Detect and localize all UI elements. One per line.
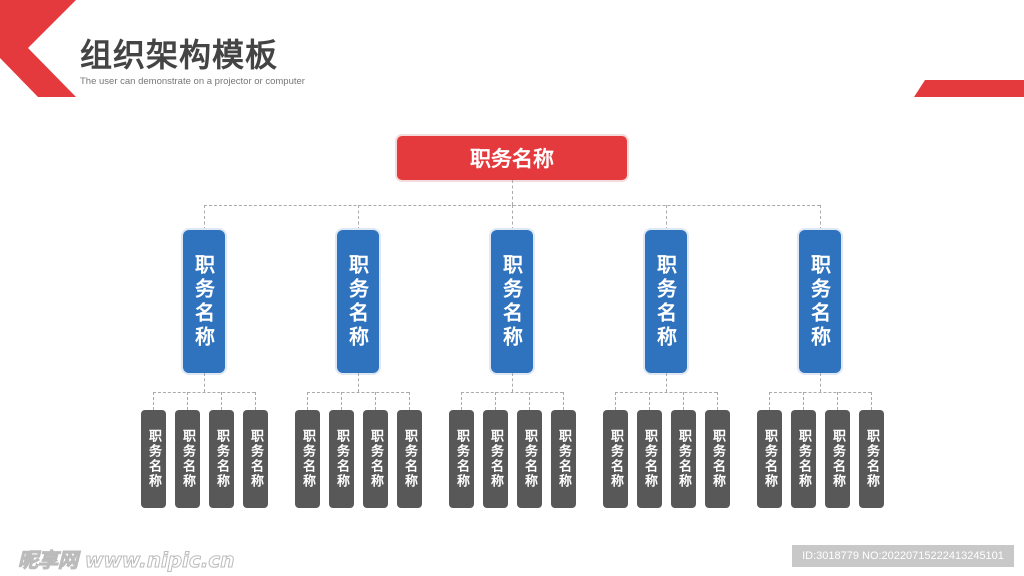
connector-line	[871, 392, 872, 410]
connector-line	[512, 180, 513, 205]
connector-line	[820, 205, 821, 230]
page-title: 组织架构模板	[80, 36, 279, 74]
connector-line	[615, 392, 717, 393]
page-subtitle: The user can demonstrate on a projector …	[80, 76, 305, 87]
connector-line	[615, 392, 616, 410]
leaf-node[interactable]: 职务名称	[141, 410, 166, 508]
leaf-node[interactable]: 职务名称	[397, 410, 422, 508]
leaf-node[interactable]: 职务名称	[551, 410, 576, 508]
leaf-node[interactable]: 职务名称	[363, 410, 388, 508]
branch-node[interactable]: 职务名称	[337, 230, 379, 373]
connector-line	[717, 392, 718, 410]
leaf-node[interactable]: 职务名称	[209, 410, 234, 508]
leaf-node[interactable]: 职务名称	[825, 410, 850, 508]
connector-line	[307, 392, 308, 410]
leaf-node[interactable]: 职务名称	[791, 410, 816, 508]
connector-line	[512, 205, 513, 230]
red-chevron-shape	[0, 0, 76, 97]
leaf-node[interactable]: 职务名称	[517, 410, 542, 508]
leaf-node[interactable]: 职务名称	[859, 410, 884, 508]
leaf-node[interactable]: 职务名称	[637, 410, 662, 508]
connector-line	[153, 392, 154, 410]
branch-node[interactable]: 职务名称	[183, 230, 225, 373]
leaf-node[interactable]: 职务名称	[295, 410, 320, 508]
connector-line	[255, 392, 256, 410]
red-bar-shape	[914, 80, 1024, 97]
leaf-node[interactable]: 职务名称	[449, 410, 474, 508]
decor-shapes	[0, 0, 1024, 97]
leaf-node[interactable]: 职务名称	[705, 410, 730, 508]
leaf-node[interactable]: 职务名称	[603, 410, 628, 508]
leaf-node[interactable]: 职务名称	[757, 410, 782, 508]
connector-line	[803, 392, 804, 410]
connector-line	[666, 205, 667, 230]
connector-line	[512, 373, 513, 392]
connector-line	[358, 373, 359, 392]
branch-node[interactable]: 职务名称	[645, 230, 687, 373]
connector-line	[187, 392, 188, 410]
connector-line	[769, 392, 770, 410]
connector-line	[820, 373, 821, 392]
connector-line	[204, 205, 205, 230]
connector-line	[683, 392, 684, 410]
connector-line	[495, 392, 496, 410]
connector-line	[666, 373, 667, 392]
connector-line	[461, 392, 462, 410]
connector-line	[153, 392, 255, 393]
connector-line	[769, 392, 871, 393]
watermark-logo: 昵享网 www.nipic.cn	[18, 548, 236, 573]
connector-line	[649, 392, 650, 410]
connector-line	[563, 392, 564, 410]
connector-line	[461, 392, 563, 393]
connector-line	[375, 392, 376, 410]
leaf-node[interactable]: 职务名称	[175, 410, 200, 508]
connector-line	[341, 392, 342, 410]
leaf-node[interactable]: 职务名称	[329, 410, 354, 508]
root-node[interactable]: 职务名称	[397, 136, 627, 180]
branch-node[interactable]: 职务名称	[799, 230, 841, 373]
connector-line	[529, 392, 530, 410]
connector-line	[358, 205, 359, 230]
connector-line	[204, 373, 205, 392]
leaf-node[interactable]: 职务名称	[483, 410, 508, 508]
watermark-id: ID:3018779 NO:20220715222413245101	[792, 545, 1014, 567]
connector-line	[307, 392, 409, 393]
branch-node[interactable]: 职务名称	[491, 230, 533, 373]
leaf-node[interactable]: 职务名称	[671, 410, 696, 508]
connector-line	[221, 392, 222, 410]
leaf-node[interactable]: 职务名称	[243, 410, 268, 508]
connector-line	[409, 392, 410, 410]
connector-line	[837, 392, 838, 410]
